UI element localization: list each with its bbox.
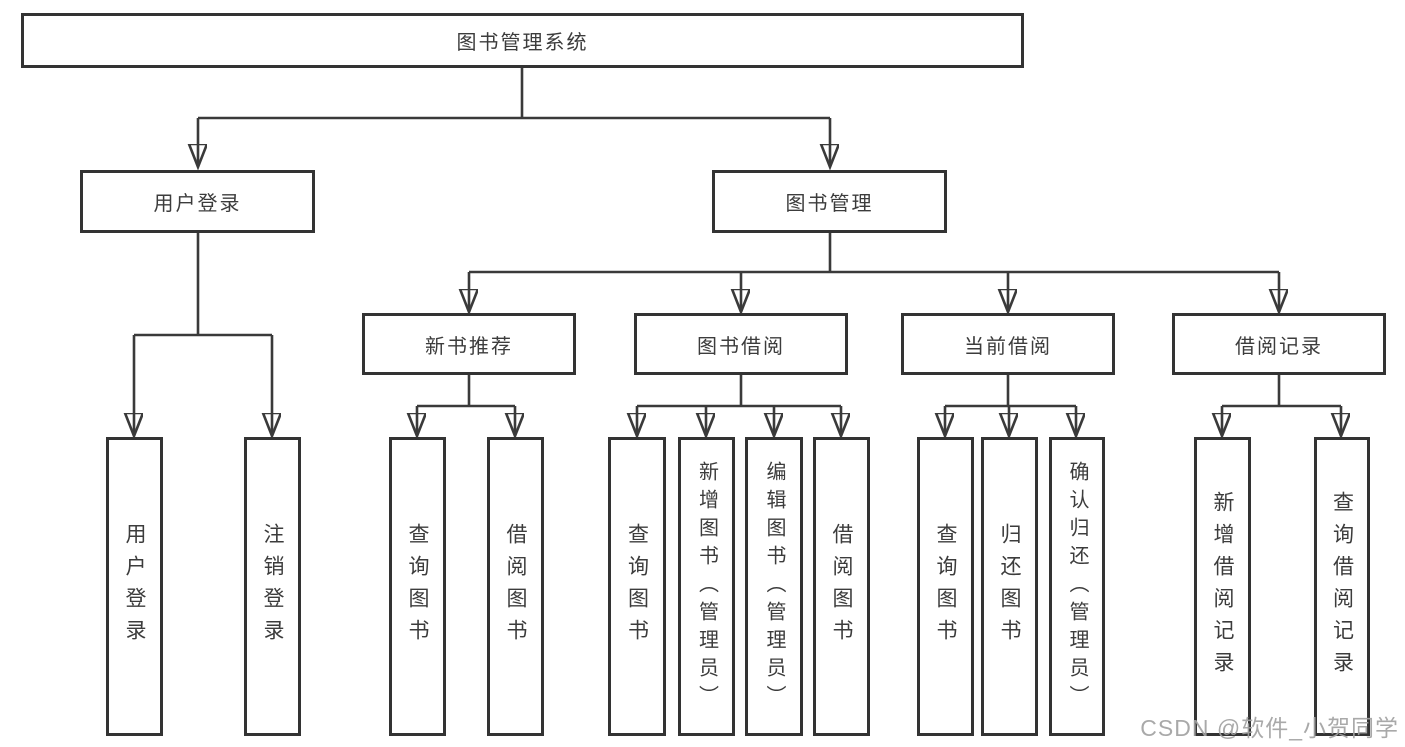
leaf-query-books-borrow: 查询图书	[608, 437, 666, 736]
leaf-query-borrow-record: 查询借阅记录	[1314, 437, 1370, 736]
leaf-add-book-admin: 新增图书（管理员）	[678, 437, 735, 736]
leaf-confirm-return-admin: 确认归还（管理员）	[1049, 437, 1105, 736]
csdn-watermark: CSDN @软件_小贺同学	[1140, 715, 1399, 741]
leaf-query-borrow-record-label: 查询借阅记录	[1330, 490, 1354, 683]
connector-new-book-rec	[417, 375, 515, 436]
node-book-mgmt-label: 图书管理	[785, 193, 874, 215]
node-book-borrow: 图书借阅	[634, 313, 848, 375]
node-current-borrow: 当前借阅	[901, 313, 1115, 375]
leaf-query-books-borrow-label: 查询图书	[625, 522, 649, 651]
connector-current-borrow	[945, 375, 1076, 436]
leaf-add-borrow-record-label: 新增借阅记录	[1211, 490, 1234, 683]
leaf-user-login-label: 用户登录	[123, 522, 146, 651]
leaf-query-books-current: 查询图书	[917, 437, 974, 736]
leaf-borrow-books-rec-label: 借阅图书	[504, 522, 527, 651]
connector-root	[198, 68, 830, 167]
leaf-return-book: 归还图书	[981, 437, 1038, 736]
leaf-logout-label: 注销登录	[261, 522, 284, 651]
leaf-borrow-books-rec: 借阅图书	[487, 437, 544, 736]
leaf-edit-book-admin: 编辑图书（管理员）	[745, 437, 803, 736]
connector-user-login	[134, 233, 272, 436]
connector-book-mgmt	[469, 233, 1279, 312]
leaf-user-login: 用户登录	[106, 437, 163, 736]
node-new-book-rec: 新书推荐	[362, 313, 576, 375]
node-current-borrow-label: 当前借阅	[964, 335, 1052, 358]
leaf-query-books-rec-label: 查询图书	[406, 522, 429, 651]
leaf-query-books-current-label: 查询图书	[934, 522, 957, 651]
leaf-borrow-books-2-label: 借阅图书	[830, 522, 853, 651]
leaf-edit-book-admin-label: 编辑图书（管理员）	[763, 460, 785, 713]
leaf-borrow-books-2: 借阅图书	[813, 437, 870, 736]
leaf-confirm-return-admin-label: 确认归还（管理员）	[1066, 460, 1088, 713]
node-user-login: 用户登录	[80, 170, 315, 233]
connector-borrow-records	[1222, 375, 1341, 436]
leaf-add-book-admin-label: 新增图书（管理员）	[695, 460, 718, 713]
leaf-query-books-rec: 查询图书	[389, 437, 446, 736]
connector-book-borrow	[637, 375, 841, 436]
leaf-logout: 注销登录	[244, 437, 301, 736]
leaf-return-book-label: 归还图书	[998, 522, 1021, 651]
leaf-add-borrow-record: 新增借阅记录	[1194, 437, 1251, 736]
node-root-label: 图书管理系统	[456, 32, 589, 54]
node-user-login-label: 用户登录	[153, 193, 242, 215]
node-borrow-records-label: 借阅记录	[1235, 335, 1323, 358]
node-root: 图书管理系统	[21, 13, 1024, 68]
node-borrow-records: 借阅记录	[1172, 313, 1386, 375]
node-book-mgmt: 图书管理	[712, 170, 947, 233]
node-new-book-rec-label: 新书推荐	[425, 335, 513, 358]
node-book-borrow-label: 图书借阅	[697, 335, 785, 358]
